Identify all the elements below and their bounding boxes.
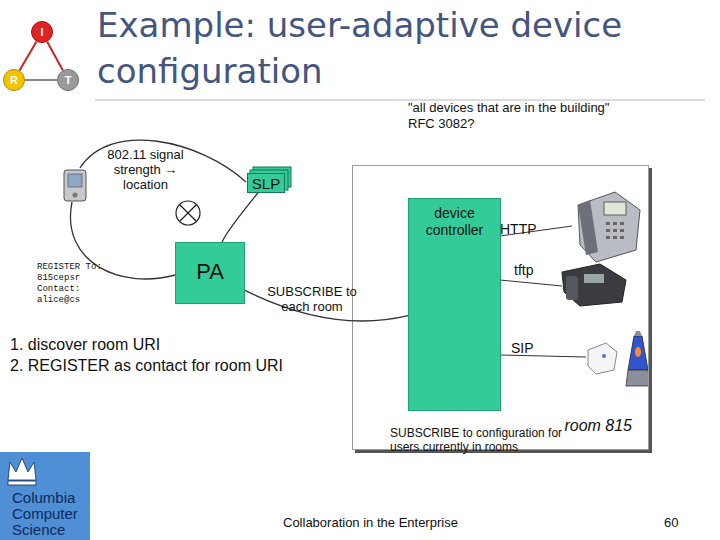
- lamp-base: [626, 370, 650, 386]
- connector: [222, 193, 258, 242]
- location-note: 802.11 signal strength → location: [98, 147, 193, 192]
- lamp-cap: [634, 331, 642, 336]
- device-controller: device controller: [408, 198, 501, 411]
- ip-phone: [562, 264, 626, 306]
- note-text: "all devices that are in the building": [408, 100, 609, 115]
- protocol-label: tftp: [514, 262, 533, 278]
- logo-circle: T: [57, 69, 79, 91]
- connector: [20, 42, 37, 71]
- device-led: [602, 354, 606, 358]
- edge-label: SUBSCRIBE to each room: [262, 284, 362, 314]
- step-text: 2. REGISTER as contact for room URI: [10, 357, 283, 375]
- phone-handset: [566, 276, 578, 300]
- sip-register-message: REGISTER To: 815cepsr Contact: alice@cs: [37, 262, 119, 306]
- connector: [47, 42, 63, 71]
- note-text: RFC 3082?: [408, 116, 474, 131]
- router-symbol: [176, 201, 200, 225]
- connector: [25, 79, 57, 81]
- phone-handset: [578, 200, 598, 255]
- phone-display: [584, 274, 604, 283]
- page-number: 60: [664, 515, 678, 530]
- node-text: R: [10, 74, 18, 86]
- room-frame: room 815 device controller: [352, 165, 649, 450]
- pda-button: [73, 193, 78, 198]
- logo-circle: I: [31, 21, 53, 43]
- pda-device: [64, 170, 86, 201]
- presence-agent: PA: [175, 242, 245, 304]
- node-text: T: [65, 74, 72, 86]
- logo-circle: R: [3, 69, 25, 91]
- title-rule: [95, 100, 705, 101]
- router-cross: [180, 205, 196, 221]
- pda-screen: [68, 174, 82, 187]
- node-text: room 815: [564, 417, 632, 435]
- node-text: Columbia Computer Science: [0, 452, 90, 538]
- footer-text: Collaboration in the Enterprise: [283, 515, 458, 530]
- sip-device: [588, 343, 617, 374]
- device-link: [500, 280, 562, 286]
- node-text: SLP: [252, 175, 280, 192]
- step-text: 1. discover room URI: [10, 336, 160, 354]
- phone-display: [604, 202, 626, 215]
- node-text: device controller: [409, 199, 500, 239]
- slp-box: SLP: [247, 173, 285, 193]
- router-cross: [180, 205, 196, 221]
- protocol-label: HTTP: [500, 221, 537, 237]
- node-text: PA: [176, 243, 244, 285]
- subscribe-note: SUBSCRIBE to configuration for users cur…: [390, 426, 570, 454]
- university-logo: Columbia Computer Science: [0, 452, 90, 540]
- node-text: I: [40, 26, 43, 38]
- phone-keypad: [606, 222, 624, 239]
- ip-phone: [578, 192, 640, 262]
- lava-lamp: [628, 336, 648, 370]
- protocol-label: SIP: [511, 340, 534, 356]
- lava-blob: [635, 347, 641, 357]
- slide-title: Example: user-adaptive device configurat…: [97, 2, 717, 94]
